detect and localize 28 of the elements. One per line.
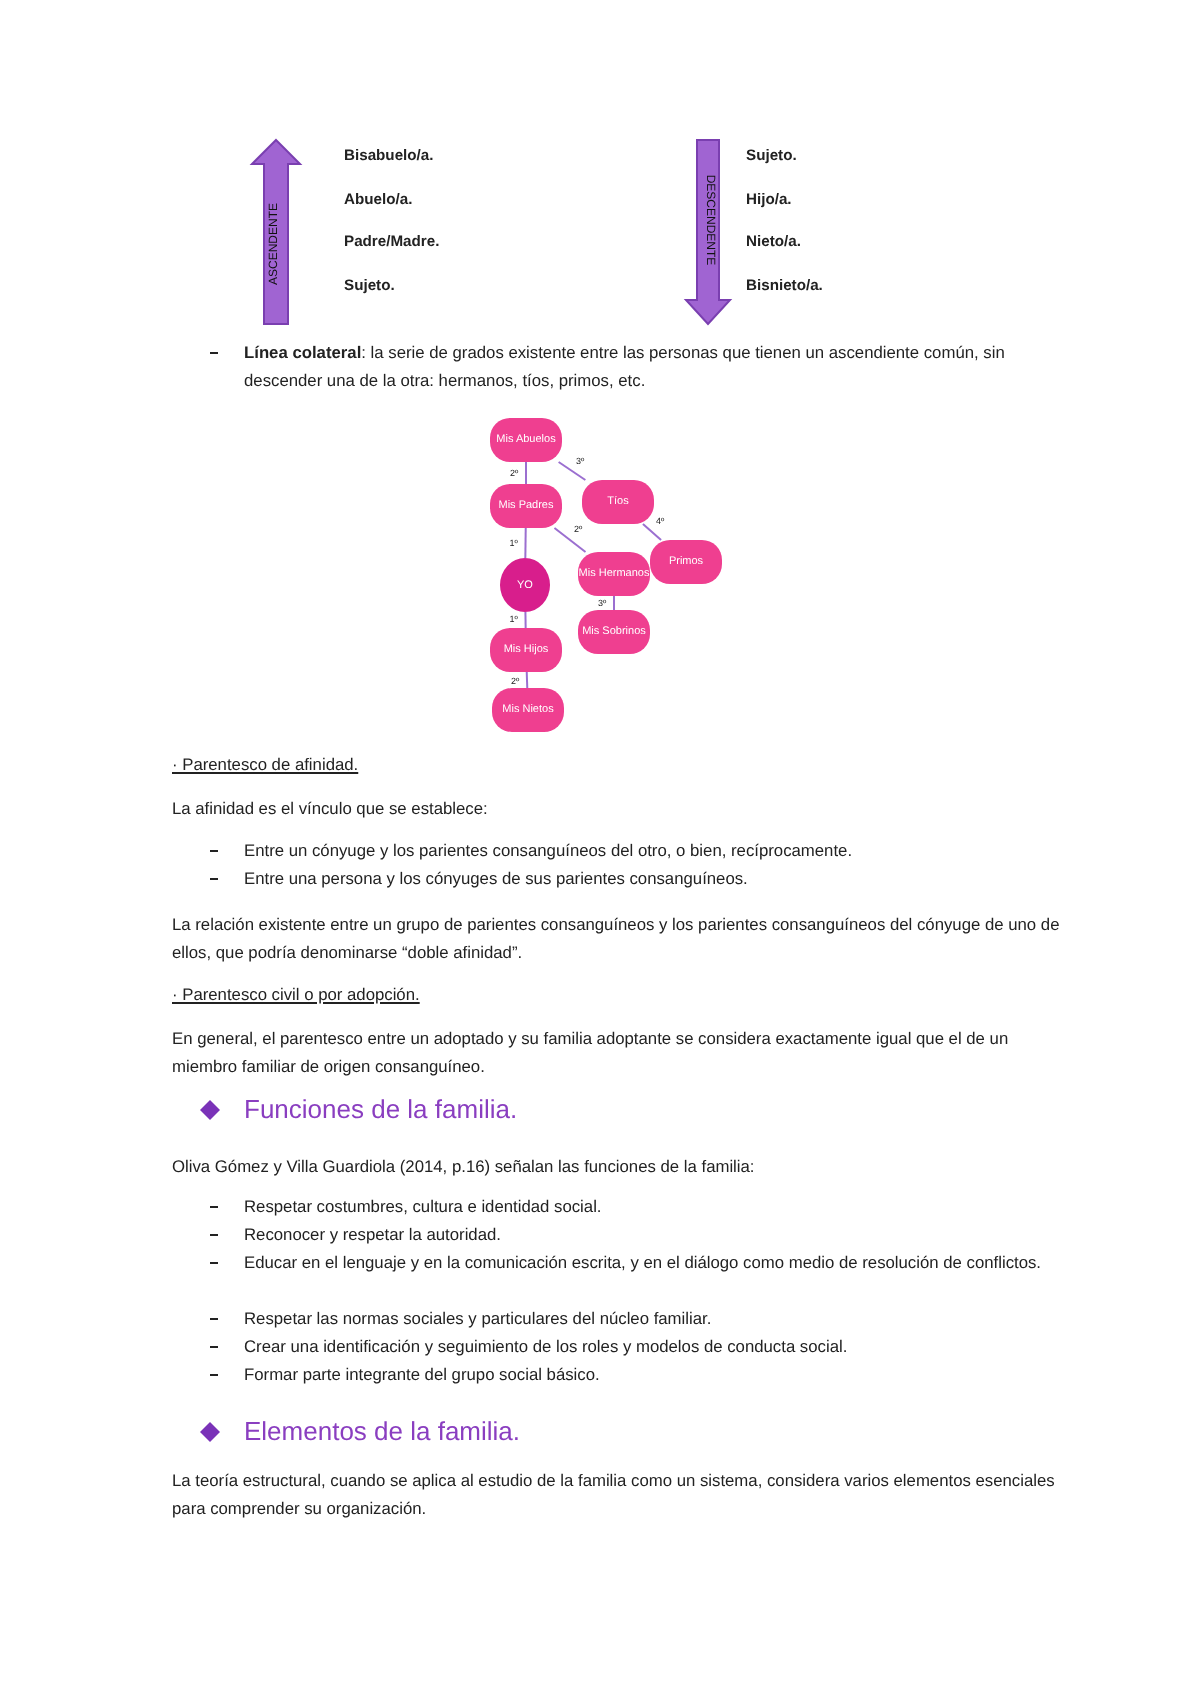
connector-line bbox=[641, 523, 663, 541]
paragraph-text: La afinidad es el vínculo que se establece: bbox=[172, 796, 490, 822]
connector-line bbox=[553, 527, 587, 553]
paragraph-text: La teoría estructural, cuando se aplica al estudio de la familia como un sistema, considera varios elementos esenciales para comprender su organización. bbox=[172, 1468, 1057, 1522]
list-item-text: Respetar costumbres, cultura e identidad social. bbox=[244, 1194, 604, 1220]
subsection-heading: · Parentesco civil o por adopción. bbox=[172, 982, 420, 1008]
list-item-text: Entre una persona y los cónyuges de sus parientes consanguíneos. bbox=[244, 866, 750, 892]
connector-line bbox=[613, 595, 615, 611]
paragraph-text: Oliva Gómez y Villa Guardiola (2014, p.16) señalan las funciones de la familia: bbox=[172, 1154, 757, 1180]
connector-line bbox=[525, 671, 529, 689]
paragraph-text: La relación existente entre un grupo de parientes consanguíneos y los parientes consanguíneos del cónyuge de uno de ellos, que podría denominarse “doble afinidad”. bbox=[172, 912, 1062, 966]
connector-line bbox=[524, 527, 527, 559]
connector-line bbox=[525, 461, 527, 485]
list-item-text: Reconocer y respetar la autoridad. bbox=[244, 1222, 503, 1248]
paragraph-text: En general, el parentesco entre un adoptado y su familia adoptante se considera exactamente igual que el de un miembro familiar de origen consanguíneo. bbox=[172, 1026, 1011, 1080]
list-item-text: Crear una identificación y seguimiento de los roles y modelos de conducta social. bbox=[244, 1334, 850, 1360]
up-arrow-shape bbox=[252, 140, 300, 324]
section-heading: Funciones de la familia. bbox=[244, 1092, 518, 1128]
list-item-text: Formar parte integrante del grupo social básico. bbox=[244, 1362, 602, 1388]
list-item-text: Línea colateral: la serie de grados existente entre las personas que tienen un ascendiente común, sin descender una de la otra: hermanos, tíos, primos, etc. bbox=[244, 340, 1007, 394]
list-item-text: Respetar las normas sociales y particulares del núcleo familiar. bbox=[244, 1306, 714, 1332]
subsection-heading: · Parentesco de afinidad. bbox=[172, 752, 359, 778]
down-arrow-shape bbox=[686, 140, 730, 324]
list-item-text: Entre un cónyuge y los parientes consanguíneos del otro, o bien, recíprocamente. bbox=[244, 838, 855, 864]
connector-line bbox=[524, 611, 527, 629]
section-heading: Elementos de la familia. bbox=[244, 1414, 521, 1450]
list-item-text: Educar en el lenguaje y en la comunicación escrita, y en el diálogo como medio de resolución de conflictos. bbox=[244, 1250, 1044, 1276]
connector-line bbox=[557, 461, 587, 481]
